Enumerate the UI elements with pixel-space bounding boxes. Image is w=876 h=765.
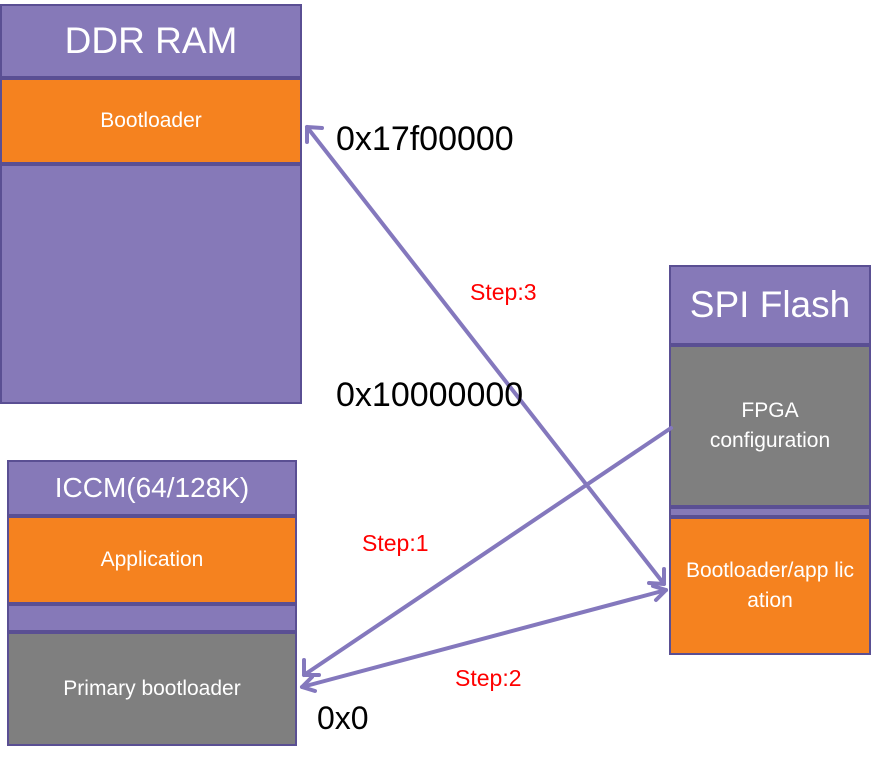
ddr-free-region bbox=[0, 164, 302, 404]
step2-arrow-line bbox=[300, 588, 668, 689]
step2-arrowhead-left-icon bbox=[300, 675, 317, 693]
step1-arrowhead-icon bbox=[302, 658, 321, 677]
step3-arrowhead-bottom-icon bbox=[647, 567, 666, 586]
step2-label: Step:2 bbox=[455, 665, 522, 691]
iccm-primary-bootloader-region: Primary bootloader bbox=[7, 632, 297, 746]
address-label-iccm-base: 0x0 bbox=[317, 700, 369, 736]
ddr-bootloader-region: Bootloader bbox=[0, 78, 302, 164]
spi-bootloader-application-region: Bootloader/app lication bbox=[669, 517, 871, 655]
ddr-ram-title: DDR RAM bbox=[0, 4, 302, 78]
step3-arrowhead-top-icon bbox=[305, 125, 324, 144]
spi-flash-title: SPI Flash bbox=[669, 265, 871, 345]
iccm-title: ICCM(64/128K) bbox=[7, 460, 297, 516]
address-label-ddr-bootloader: 0x17f00000 bbox=[336, 120, 514, 158]
spi-fpga-configuration-region: FPGA configuration bbox=[669, 345, 871, 507]
address-label-ddr-base: 0x10000000 bbox=[336, 376, 524, 414]
iccm-application-region: Application bbox=[7, 516, 297, 604]
step1-arrow-line bbox=[302, 426, 673, 677]
step2-arrowhead-right-icon bbox=[651, 584, 668, 602]
iccm-gap-region bbox=[7, 604, 297, 632]
step3-arrow-line bbox=[305, 125, 666, 586]
step1-label: Step:1 bbox=[362, 530, 429, 556]
spi-gap-region bbox=[669, 507, 871, 517]
step3-label: Step:3 bbox=[470, 279, 537, 305]
